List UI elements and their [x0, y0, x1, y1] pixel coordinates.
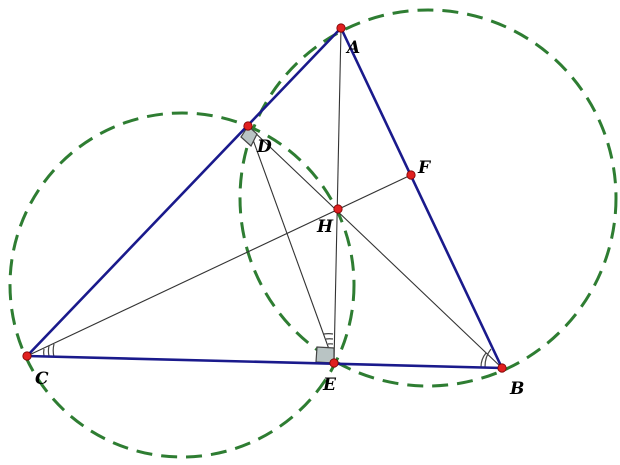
right-angle-d [240, 125, 258, 147]
line-cf [26, 174, 412, 357]
circles [8, 8, 618, 459]
point-e [329, 358, 339, 368]
circle-cde [8, 111, 356, 459]
line-de [247, 125, 335, 364]
point-a [336, 23, 346, 33]
angle-mark-c-3 [52, 343, 55, 358]
line-ae [333, 27, 342, 364]
side-ab [339, 26, 504, 370]
line-db [247, 125, 503, 369]
side-cb [25, 354, 504, 370]
circle-abe [238, 8, 618, 388]
label-b: B [509, 379, 524, 399]
label-c: C [35, 369, 49, 389]
label-h: H [316, 217, 334, 237]
label-a: A [345, 38, 360, 58]
angle-mark-c-2 [47, 345, 50, 357]
label-e: E [322, 375, 337, 395]
point-c [22, 351, 32, 361]
angle-mark-b-2 [484, 348, 492, 368]
point-h [333, 204, 343, 214]
right-angle-marks [240, 125, 335, 364]
triangle-abc [25, 26, 504, 370]
points [22, 23, 507, 373]
point-b [497, 363, 507, 373]
label-d: D [256, 137, 272, 157]
cevian-lines [26, 27, 503, 369]
point-f [406, 170, 416, 180]
side-ac [25, 26, 343, 358]
point-d [243, 121, 253, 131]
label-f: F [417, 158, 432, 178]
labels: A B C D E F H [35, 38, 524, 399]
